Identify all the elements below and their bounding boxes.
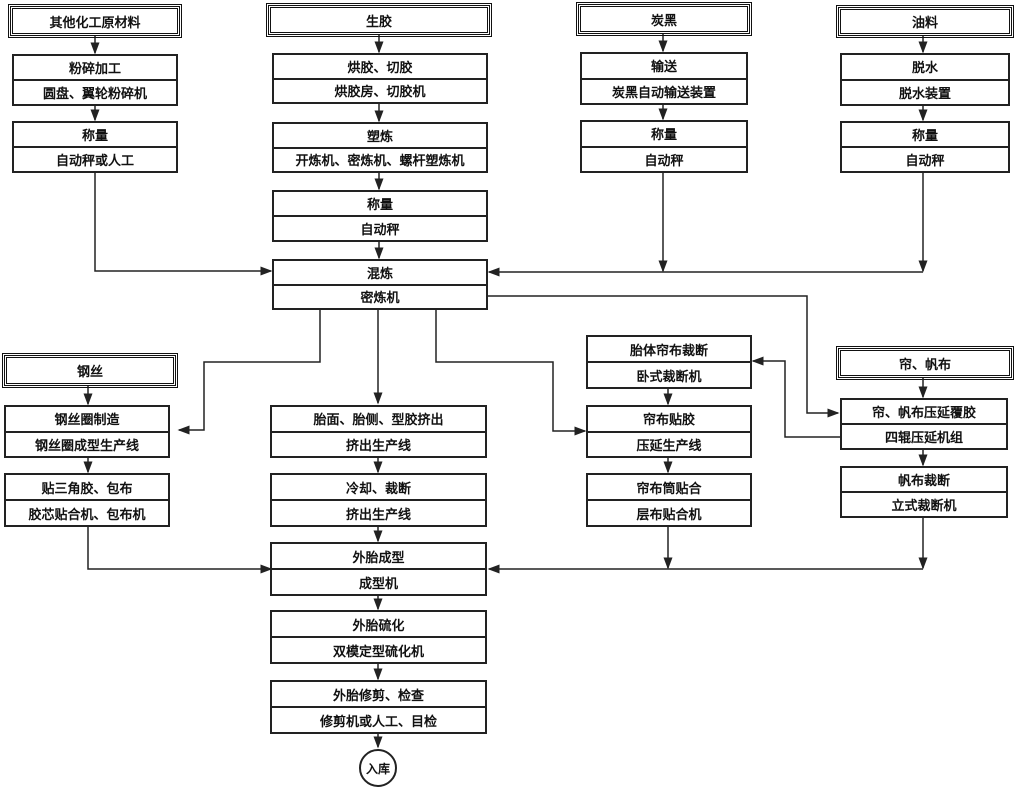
step-cure: 外胎硫化双模定型硫化机	[270, 610, 487, 664]
step-title: 冷却、裁断	[345, 481, 411, 497]
step-title: 胎体帘布裁断	[629, 343, 708, 359]
step-equipment: 自动秤或人工	[14, 146, 176, 171]
step-title: 称量	[911, 129, 938, 144]
step-equipment: 胶芯贴合机、包布机	[6, 499, 168, 525]
step-equipment: 圆盘、翼轮粉碎机	[14, 79, 176, 104]
source-carbon-black: 炭黑	[576, 2, 752, 36]
step-title: 粉碎加工	[68, 62, 121, 77]
step-dewater: 脱水脱水装置	[840, 53, 1010, 106]
step-title: 胎面、胎侧、型胶挤出	[313, 413, 444, 429]
step-title: 输送	[650, 60, 677, 76]
step-trim: 外胎修剪、检查修剪机或人工、目检	[270, 680, 487, 734]
step-weigh-rubber: 称量自动秤	[272, 190, 488, 242]
step-ply-cut: 胎体帘布裁断卧式裁断机	[586, 335, 752, 389]
step-equipment: 自动秤	[842, 146, 1008, 171]
step-equipment: 修剪机或人工、目检	[272, 706, 485, 732]
step-equipment: 密炼机	[274, 283, 486, 309]
step-weigh-chemicals: 称量自动秤或人工	[12, 121, 178, 173]
step-equipment: 脱水装置	[842, 78, 1008, 105]
step-title: 称量	[81, 129, 108, 144]
source-chemicals: 其他化工原材料	[8, 4, 182, 38]
step-equipment: 烘胶房、切胶机	[274, 77, 486, 103]
source-oil: 油料	[836, 5, 1014, 38]
step-title: 帘布筒贴合	[636, 481, 702, 497]
step-title: 外胎硫化	[352, 618, 405, 634]
source-steel-wire: 钢丝	[2, 353, 178, 388]
step-equipment: 自动秤	[582, 145, 746, 172]
step-equipment: 成型机	[272, 568, 485, 594]
step-equipment: 挤出生产线	[272, 430, 485, 457]
step-title: 贴三角胶、包布	[41, 481, 133, 497]
step-title: 钢丝圈制造	[54, 413, 120, 429]
step-apex: 贴三角胶、包布胶芯贴合机、包布机	[4, 473, 170, 527]
step-equipment: 开炼机、密炼机、螺杆塑炼机	[274, 146, 486, 172]
step-equipment: 压延生产线	[588, 430, 750, 457]
step-title: 外胎修剪、检查	[332, 688, 424, 704]
step-equipment: 双模定型硫化机	[272, 636, 485, 662]
step-equipment: 层布贴合机	[588, 499, 750, 525]
step-equipment: 立式裁断机	[842, 491, 1006, 516]
end-warehouse: 入库	[359, 749, 397, 787]
step-extrude: 胎面、胎侧、型胶挤出挤出生产线	[270, 405, 487, 458]
step-equipment: 卧式裁断机	[588, 361, 750, 387]
step-equipment: 四辊压延机组	[842, 423, 1006, 448]
source-rubber: 生胶	[266, 3, 492, 37]
step-title: 称量	[650, 128, 677, 144]
step-equipment: 炭黑自动输送装置	[582, 77, 746, 104]
step-title: 帘、帆布压延覆胶	[871, 406, 976, 421]
source-cord-canvas: 帘、帆布	[836, 346, 1014, 380]
step-plasticate: 塑炼开炼机、密炼机、螺杆塑炼机	[272, 122, 488, 173]
step-mixing: 混炼密炼机	[272, 259, 488, 310]
step-title: 称量	[366, 198, 393, 213]
step-weigh-oil: 称量自动秤	[840, 121, 1010, 173]
step-bead-make: 钢丝圈制造钢丝圈成型生产线	[4, 405, 170, 458]
step-convey: 输送炭黑自动输送装置	[580, 52, 748, 105]
step-title: 混炼	[366, 266, 393, 282]
step-canvas-cut: 帆布裁断立式裁断机	[840, 466, 1008, 518]
step-title: 烘胶、切胶	[347, 60, 413, 76]
step-crush: 粉碎加工圆盘、翼轮粉碎机	[12, 54, 178, 106]
step-title: 帆布裁断	[897, 474, 950, 489]
step-cool-cut: 冷却、裁断挤出生产线	[270, 473, 487, 527]
step-equipment: 挤出生产线	[272, 499, 485, 525]
step-build: 外胎成型成型机	[270, 542, 487, 596]
step-weigh-carbon-black: 称量自动秤	[580, 120, 748, 173]
step-cord-coat: 帘布贴胶压延生产线	[586, 405, 752, 458]
step-title: 外胎成型	[352, 550, 405, 566]
step-title: 帘布贴胶	[642, 413, 695, 429]
step-equipment: 钢丝圈成型生产线	[6, 430, 168, 457]
step-bake-cut: 烘胶、切胶烘胶房、切胶机	[272, 53, 488, 104]
step-title: 塑炼	[366, 129, 393, 145]
step-title: 脱水	[911, 61, 938, 77]
step-calender: 帘、帆布压延覆胶四辊压延机组	[840, 398, 1008, 450]
step-equipment: 自动秤	[274, 215, 486, 240]
step-ply-build: 帘布筒贴合层布贴合机	[586, 473, 752, 527]
